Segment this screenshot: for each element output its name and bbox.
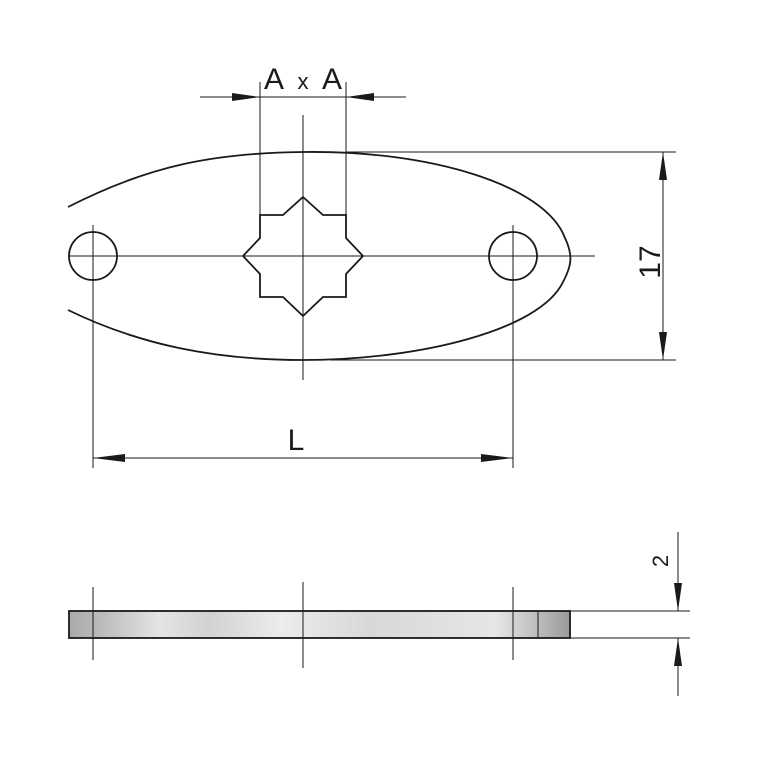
arrow-right-a xyxy=(346,93,374,101)
label-a-2: A xyxy=(322,63,342,96)
arrow-right-l xyxy=(481,454,513,462)
label-length: L xyxy=(288,424,305,457)
top-view xyxy=(67,115,595,468)
label-width: 17 xyxy=(634,245,667,278)
arrow-left-l xyxy=(93,454,125,462)
plate-outline xyxy=(67,151,572,361)
side-view xyxy=(68,582,571,668)
dimension-thickness: 2 xyxy=(570,532,690,696)
label-x: x xyxy=(298,69,309,94)
arrow-down-2 xyxy=(674,583,682,611)
label-thickness: 2 xyxy=(648,555,673,567)
arrow-left-a xyxy=(232,93,260,101)
plate-side xyxy=(68,610,571,639)
dimension-a-x-a: A x A xyxy=(200,63,406,217)
label-a-1: A xyxy=(264,63,284,96)
arrow-down-17 xyxy=(659,332,667,360)
dimension-width: 17 xyxy=(330,151,676,361)
arrow-up-2 xyxy=(674,638,682,666)
dimension-length: L xyxy=(93,424,513,462)
arrow-up-17 xyxy=(659,152,667,180)
